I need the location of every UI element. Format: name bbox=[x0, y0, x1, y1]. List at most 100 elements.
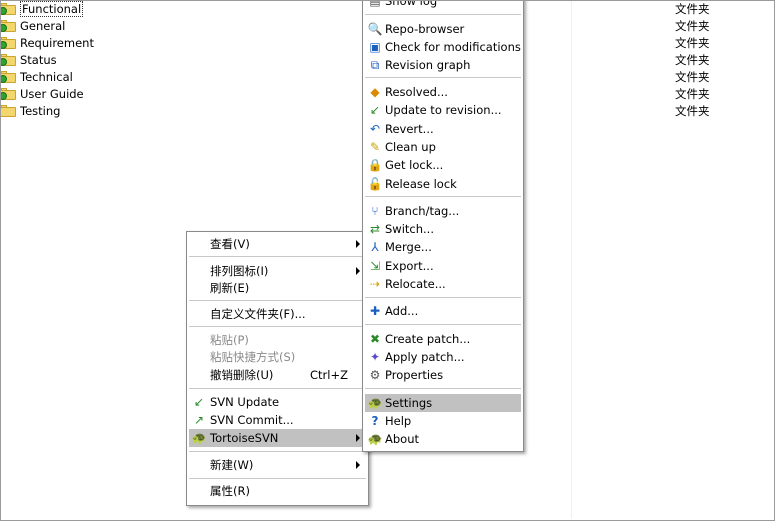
menu-separator bbox=[365, 77, 521, 78]
folder-icon bbox=[0, 87, 16, 100]
menu-item-release-lock[interactable]: 🔓 Release lock bbox=[367, 177, 457, 191]
submenu-arrow-icon bbox=[356, 461, 360, 469]
menu-item-help[interactable]: ? Help bbox=[365, 412, 521, 430]
submenu-arrow-icon bbox=[356, 434, 360, 442]
svn-update-icon: ↙ bbox=[193, 395, 205, 409]
folder-icon bbox=[0, 70, 16, 83]
menu-item-about[interactable]: 🐢 About bbox=[367, 432, 420, 446]
file-name: Technical bbox=[20, 69, 73, 84]
file-name: Requirement bbox=[20, 35, 94, 50]
menu-separator bbox=[189, 326, 366, 327]
menu-item-repo-browser[interactable]: 🔍 Repo-browser bbox=[367, 22, 465, 36]
export-icon: ⇲ bbox=[369, 259, 381, 273]
menu-item-clean-up[interactable]: ✎ Clean up bbox=[365, 138, 521, 156]
about-icon: 🐢 bbox=[367, 432, 383, 446]
folder-icon bbox=[0, 104, 16, 117]
repo-browser-icon: 🔍 bbox=[367, 22, 383, 36]
menu-item-update-to-revision[interactable]: ↙ Update to revision... bbox=[365, 101, 521, 119]
menu-separator bbox=[189, 451, 366, 452]
menu-item-new[interactable]: 新建(W) bbox=[189, 456, 366, 474]
tortoisesvn-submenu: ▤ Show log 🔍 Repo-browser ▣ Check for mo… bbox=[362, 0, 524, 452]
menu-item-arrange-icons[interactable]: 排列图标(I) bbox=[189, 262, 366, 280]
menu-item-apply-patch[interactable]: ✦ Apply patch... bbox=[365, 348, 521, 366]
unlock-icon: 🔓 bbox=[367, 177, 383, 191]
help-icon: ? bbox=[371, 414, 379, 428]
folder-icon bbox=[0, 19, 16, 32]
update-to-revision-icon: ↙ bbox=[369, 103, 381, 117]
menu-item-branch-tag[interactable]: ⑂ Branch/tag... bbox=[365, 202, 521, 220]
file-row-general[interactable]: General bbox=[0, 17, 65, 34]
right-pane bbox=[571, 0, 775, 519]
switch-icon: ⇄ bbox=[369, 222, 381, 236]
menu-item-svn-commit[interactable]: ↗ SVN Commit... bbox=[189, 411, 366, 429]
type-cell: 文件夹 bbox=[675, 36, 710, 50]
type-cell: 文件夹 bbox=[675, 87, 710, 101]
menu-item-refresh[interactable]: 刷新(E) bbox=[210, 281, 250, 295]
svn-commit-icon: ↗ bbox=[193, 413, 205, 427]
menu-item-create-patch[interactable]: ✖ Create patch... bbox=[365, 330, 521, 348]
menu-item-get-lock[interactable]: 🔒 Get lock... bbox=[367, 158, 444, 172]
file-name: User Guide bbox=[20, 86, 84, 101]
create-patch-icon: ✖ bbox=[369, 332, 381, 346]
revert-icon: ↶ bbox=[369, 122, 381, 136]
properties-icon: ⚙ bbox=[369, 368, 381, 382]
menu-item-paste-shortcut[interactable]: 粘贴快捷方式(S) bbox=[210, 350, 296, 364]
menu-item-merge[interactable]: ⅄ Merge... bbox=[365, 238, 521, 256]
file-row-status[interactable]: Status bbox=[0, 51, 57, 68]
menu-item-revision-graph[interactable]: ⧉ Revision graph bbox=[365, 56, 521, 74]
context-menu: 查看(V) 排列图标(I) 刷新(E) 自定义文件夹(F)... 粘贴(P) 粘… bbox=[186, 231, 369, 506]
check-modifications-icon: ▣ bbox=[369, 40, 381, 54]
resolved-icon: ◆ bbox=[370, 85, 380, 99]
add-icon: ✚ bbox=[369, 304, 381, 318]
menu-item-resolved[interactable]: ◆ Resolved... bbox=[365, 83, 521, 101]
submenu-arrow-icon bbox=[356, 267, 360, 275]
settings-icon: 🐢 bbox=[367, 396, 383, 410]
menu-item-properties[interactable]: ⚙ Properties bbox=[365, 366, 521, 384]
menu-separator bbox=[365, 324, 521, 325]
lock-icon: 🔒 bbox=[367, 158, 383, 172]
menu-item-customize-folder[interactable]: 自定义文件夹(F)... bbox=[210, 307, 306, 321]
file-row-user-guide[interactable]: User Guide bbox=[0, 85, 84, 102]
shortcut-label: Ctrl+Z bbox=[310, 368, 348, 382]
relocate-icon: ⇢ bbox=[369, 277, 381, 291]
menu-item-revert[interactable]: ↶ Revert... bbox=[365, 120, 521, 138]
file-name: Status bbox=[20, 52, 57, 67]
type-cell: 文件夹 bbox=[675, 70, 710, 84]
type-cell: 文件夹 bbox=[675, 53, 710, 67]
menu-item-svn-update[interactable]: ↙ SVN Update bbox=[189, 393, 366, 411]
file-row-requirement[interactable]: Requirement bbox=[0, 34, 94, 51]
folder-icon bbox=[0, 53, 16, 66]
folder-icon bbox=[0, 36, 16, 49]
branch-icon: ⑂ bbox=[371, 204, 379, 218]
file-row-technical[interactable]: Technical bbox=[0, 68, 73, 85]
menu-item-settings[interactable]: 🐢 Settings bbox=[365, 394, 521, 412]
menu-item-paste[interactable]: 粘贴(P) bbox=[210, 333, 249, 347]
apply-patch-icon: ✦ bbox=[369, 350, 381, 364]
menu-separator bbox=[189, 256, 366, 257]
menu-item-switch[interactable]: ⇄ Switch... bbox=[365, 220, 521, 238]
log-icon: ▤ bbox=[369, 0, 381, 8]
type-cell: 文件夹 bbox=[675, 104, 710, 118]
file-name: Testing bbox=[20, 103, 61, 118]
menu-item-view[interactable]: 查看(V) bbox=[189, 235, 366, 253]
menu-item-show-log[interactable]: ▤ Show log bbox=[365, 0, 521, 8]
menu-item-properties[interactable]: 属性(R) bbox=[210, 484, 250, 498]
menu-item-undo-delete[interactable]: 撤销删除(U) Ctrl+Z bbox=[210, 368, 348, 382]
file-row-testing[interactable]: Testing bbox=[0, 102, 60, 119]
menu-item-export[interactable]: ⇲ Export... bbox=[365, 257, 521, 275]
folder-icon bbox=[0, 2, 16, 15]
file-name: General bbox=[20, 18, 66, 33]
type-cell: 文件夹 bbox=[675, 19, 710, 33]
menu-item-add[interactable]: ✚ Add... bbox=[365, 302, 521, 320]
menu-item-tortoisesvn[interactable]: 🐢 TortoiseSVN bbox=[189, 429, 366, 447]
file-name: Functional bbox=[20, 0, 84, 17]
menu-item-check-modifications[interactable]: ▣ Check for modifications bbox=[365, 38, 521, 56]
revision-graph-icon: ⧉ bbox=[370, 58, 380, 72]
menu-item-relocate[interactable]: ⇢ Relocate... bbox=[365, 275, 521, 293]
submenu-arrow-icon bbox=[356, 240, 360, 248]
menu-separator bbox=[189, 300, 366, 301]
menu-separator bbox=[365, 297, 521, 298]
merge-icon: ⅄ bbox=[371, 240, 379, 254]
menu-separator bbox=[365, 388, 521, 389]
file-row-functional[interactable]: Functional bbox=[0, 0, 84, 17]
